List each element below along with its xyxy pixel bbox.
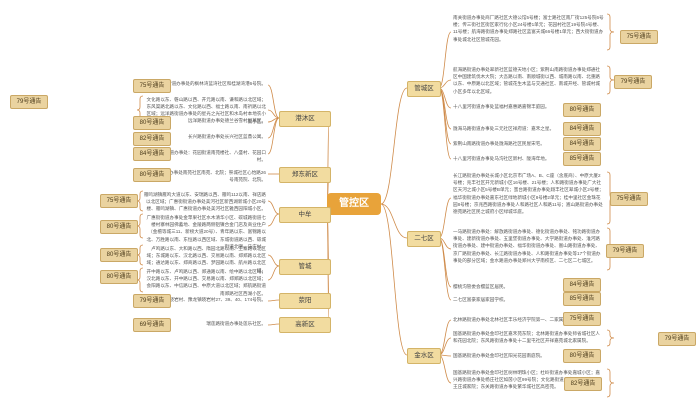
connector-line bbox=[267, 213, 280, 227]
branch-node-left[interactable]: 中牟 bbox=[279, 207, 331, 223]
item-description: 蓝天路街道办事处的枫林湾蓝湾社区和桂湖湾港6号院。 bbox=[153, 81, 266, 86]
item-description: 十八里河街道办事处马沟社区新村、陇海年地。 bbox=[453, 156, 550, 161]
item-description: 远洋路街道办事处：花园街道南苑楼社、八盛村、花园口村。 bbox=[151, 150, 266, 163]
notice-tag[interactable]: 82号通告 bbox=[133, 132, 171, 146]
connector-line bbox=[380, 203, 408, 356]
item-description: 开中路以东、卢鸣路以西、郑通路以南、绘中路以北区域；汉北路以东、开中路以西、交易… bbox=[146, 269, 266, 296]
notice-tag[interactable]: 75号通告 bbox=[563, 312, 601, 326]
item-description: 祭城路街道办事处南苑社区南苑、北院；祭城社区心怡路26号南苑院、北院。 bbox=[146, 170, 266, 183]
item-description: 南关街道办事处商厂路社区大德公馆5号楼；富士路社区南厂街125号院6号楼；传三街… bbox=[453, 15, 604, 42]
item-description: 国基路街道办事处金印社区嘉禾苑东院；北林路街道办事处师省城社区人和花园北院；东风… bbox=[453, 331, 601, 344]
branch-node-right[interactable]: 管城区 bbox=[407, 81, 441, 97]
notice-tag[interactable]: 84号通告 bbox=[563, 137, 601, 151]
connector-line bbox=[438, 31, 452, 89]
item-description: 长兴路街道办事处长兴社区蓝鼎公寓。 bbox=[187, 134, 266, 139]
connector-line bbox=[267, 200, 280, 215]
connector-line bbox=[267, 299, 280, 302]
notice-tag[interactable]: 69号通告 bbox=[133, 318, 171, 332]
branch-node-left[interactable]: 高新区 bbox=[279, 317, 331, 333]
notice-tag[interactable]: 85号通告 bbox=[563, 292, 601, 306]
notice-tag[interactable]: 82号通告 bbox=[564, 377, 602, 391]
connector-line bbox=[606, 329, 615, 347]
item-description: 长江路街道办事处长城小区北京市广场A、B、C座（含底商）、中原大厦2号楼；兆丰社… bbox=[453, 173, 604, 215]
item-description: 十八里河街道办事处蓝福村嘉惠路嘉锦丰庭园。 bbox=[453, 104, 550, 109]
connector-line bbox=[606, 65, 615, 95]
item-description: 国基路街道办事处金印社区阳光花园南庭院。 bbox=[453, 353, 545, 358]
notice-tag[interactable]: 80号通告 bbox=[100, 220, 138, 234]
item-description: 远洋路街道办事处德兰谷雪村屋幕区。 bbox=[187, 118, 266, 123]
connector-line bbox=[606, 13, 615, 51]
connector-line bbox=[380, 87, 408, 205]
notice-tag[interactable]: 80号通告 bbox=[563, 103, 601, 117]
notice-tag[interactable]: 79号通告 bbox=[10, 95, 48, 109]
connector-line bbox=[267, 265, 280, 281]
notice-tag[interactable]: 84号通告 bbox=[563, 278, 601, 292]
notice-tag[interactable]: 84号通告 bbox=[563, 122, 601, 136]
item-description: 二七区富豪家居家园学校。 bbox=[453, 297, 509, 302]
notice-tag[interactable]: 79号通告 bbox=[658, 332, 696, 346]
notice-tag[interactable]: 85号通告 bbox=[563, 152, 601, 166]
notice-tag[interactable]: 75号通告 bbox=[620, 30, 658, 44]
connector-line bbox=[267, 323, 280, 326]
root-node[interactable]: 管控区 bbox=[327, 193, 381, 215]
item-description: 紫荆山南路街道办事处陇海路社区民屋宋宅。 bbox=[453, 141, 545, 146]
item-description: 广惠街街道办事处金苹果社区水木清华小区、碳城路街道七楼村寨林园佛蓄地、金陵路两侧… bbox=[146, 215, 266, 249]
item-description: 陇海马路街道办事处三元社区祥府道：嘉禾之星。 bbox=[453, 126, 555, 131]
connector-line bbox=[267, 254, 280, 267]
branch-node-left[interactable]: 郑东新区 bbox=[279, 167, 331, 183]
connector-line bbox=[267, 84, 280, 119]
notice-tag[interactable]: 80号通告 bbox=[133, 116, 171, 130]
notice-tag[interactable]: 79号通告 bbox=[606, 244, 644, 258]
item-description: 樱桃沟管委会樱蓝区居民。 bbox=[453, 284, 509, 289]
notice-tag[interactable]: 75号通告 bbox=[100, 194, 138, 208]
connector-line bbox=[438, 87, 452, 145]
notice-tag[interactable]: 84号通告 bbox=[133, 147, 171, 161]
item-description: 瑞莲路街道办事处莲乐社区。 bbox=[206, 321, 266, 326]
branch-node-left[interactable]: 港沐区 bbox=[279, 111, 331, 127]
notice-tag[interactable]: 80号通告 bbox=[133, 168, 171, 182]
connector-line bbox=[606, 368, 615, 398]
notice-tag[interactable]: 80号通告 bbox=[563, 349, 601, 363]
item-description: 雁鸣湖镇雁鸣大道以东、安瑞路以西、雁鸣112以南、祥店路以北区域；广惠街街道办事… bbox=[143, 192, 266, 212]
item-description: 北林路街道办事处北林社区丰乐经济学院第一、二家属院。 bbox=[453, 317, 573, 322]
notice-tag[interactable]: 75号通告 bbox=[133, 79, 171, 93]
item-description: 卢鸣路以东、大和路以西、隋园北路以南、王寨路以北区域；东城路以东、汉北路以西、交… bbox=[146, 246, 266, 273]
notice-tag[interactable]: 80号通告 bbox=[100, 270, 138, 284]
item-description: 文化路以东、磐山路以西、开元路以南、谦和路以北区域；东风渠路北路以东、文化路以西… bbox=[146, 97, 266, 124]
item-description: 一马路街道办事处：解放路街道办事处、德化街道办事处、铭功路街道办事处、建新街道办… bbox=[453, 229, 601, 263]
item-description: 航海路街道办事处翠新社区蓝德天地小区；紫荆山南路街道办事处郑通社区中国建筑伐木大… bbox=[453, 67, 601, 94]
branch-node-right[interactable]: 金水区 bbox=[407, 348, 441, 364]
item-description: 国基路街道办事处金印社区树林明珠小区；杜岭街道办事处嘉城小区；嘉兴路街道办事处杨… bbox=[453, 370, 601, 390]
connector-line bbox=[267, 117, 280, 155]
notice-tag[interactable]: 75号通告 bbox=[610, 192, 648, 206]
branch-node-right[interactable]: 二七区 bbox=[407, 231, 441, 247]
notice-tag[interactable]: 80号通告 bbox=[100, 248, 138, 262]
branch-node-left[interactable]: 荥阳 bbox=[279, 293, 331, 309]
branch-node-left[interactable]: 管城 bbox=[279, 259, 331, 275]
item-description: 豫龙镇晓岩村、豫龙镇晓岩村27、39、40、174号院。 bbox=[155, 297, 266, 302]
connector-line bbox=[380, 203, 408, 239]
notice-tag[interactable]: 79号通告 bbox=[133, 294, 171, 308]
connector-line bbox=[438, 237, 452, 301]
notice-tag[interactable]: 79号通告 bbox=[614, 75, 652, 89]
